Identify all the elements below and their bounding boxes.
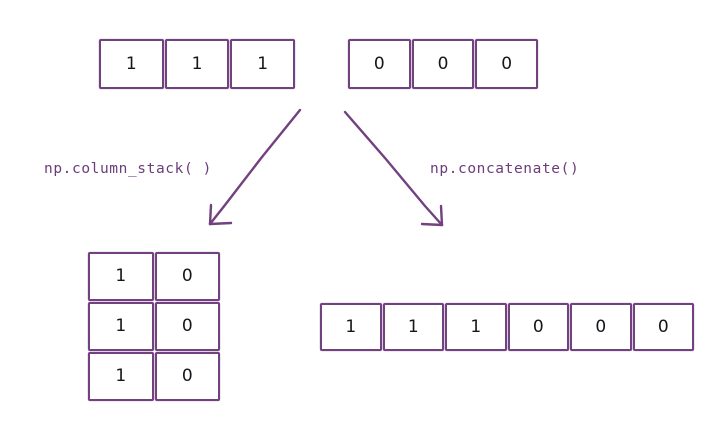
grid-row: 1 0 [88,302,221,351]
array-cell: 0 [507,303,569,351]
grid-row: 1 0 [88,352,221,401]
grid-cell: 0 [154,302,220,351]
ones-array: 1 1 1 [99,39,296,89]
label-concatenate: np.concatenate() [430,161,580,177]
label-column-stack: np.column_stack( ) [44,161,212,177]
grid-cell: 1 [88,302,154,351]
column-stack-result: 1 0 1 0 1 0 [88,252,221,401]
grid-row: 1 0 [88,252,221,301]
grid-cell: 0 [154,252,220,301]
array-cell: 1 [382,303,444,351]
array-cell: 1 [320,303,382,351]
array-cell: 1 [230,39,296,89]
zeros-array: 0 0 0 [348,39,539,89]
arrow-to-concatenate-icon [343,110,444,227]
array-cell: 1 [164,39,230,89]
array-cell: 0 [632,303,694,351]
array-cell: 0 [348,39,411,89]
arrow-to-column-stack-icon [208,108,302,226]
array-cell: 0 [475,39,539,89]
array-cell: 1 [99,39,164,89]
grid-cell: 1 [88,352,154,401]
grid-cell: 1 [88,252,154,301]
grid-cell: 0 [154,352,220,401]
array-cell: 1 [445,303,507,351]
array-cell: 0 [411,39,475,89]
array-cell: 0 [570,303,632,351]
concatenate-result: 1 1 1 0 0 0 [320,303,694,351]
